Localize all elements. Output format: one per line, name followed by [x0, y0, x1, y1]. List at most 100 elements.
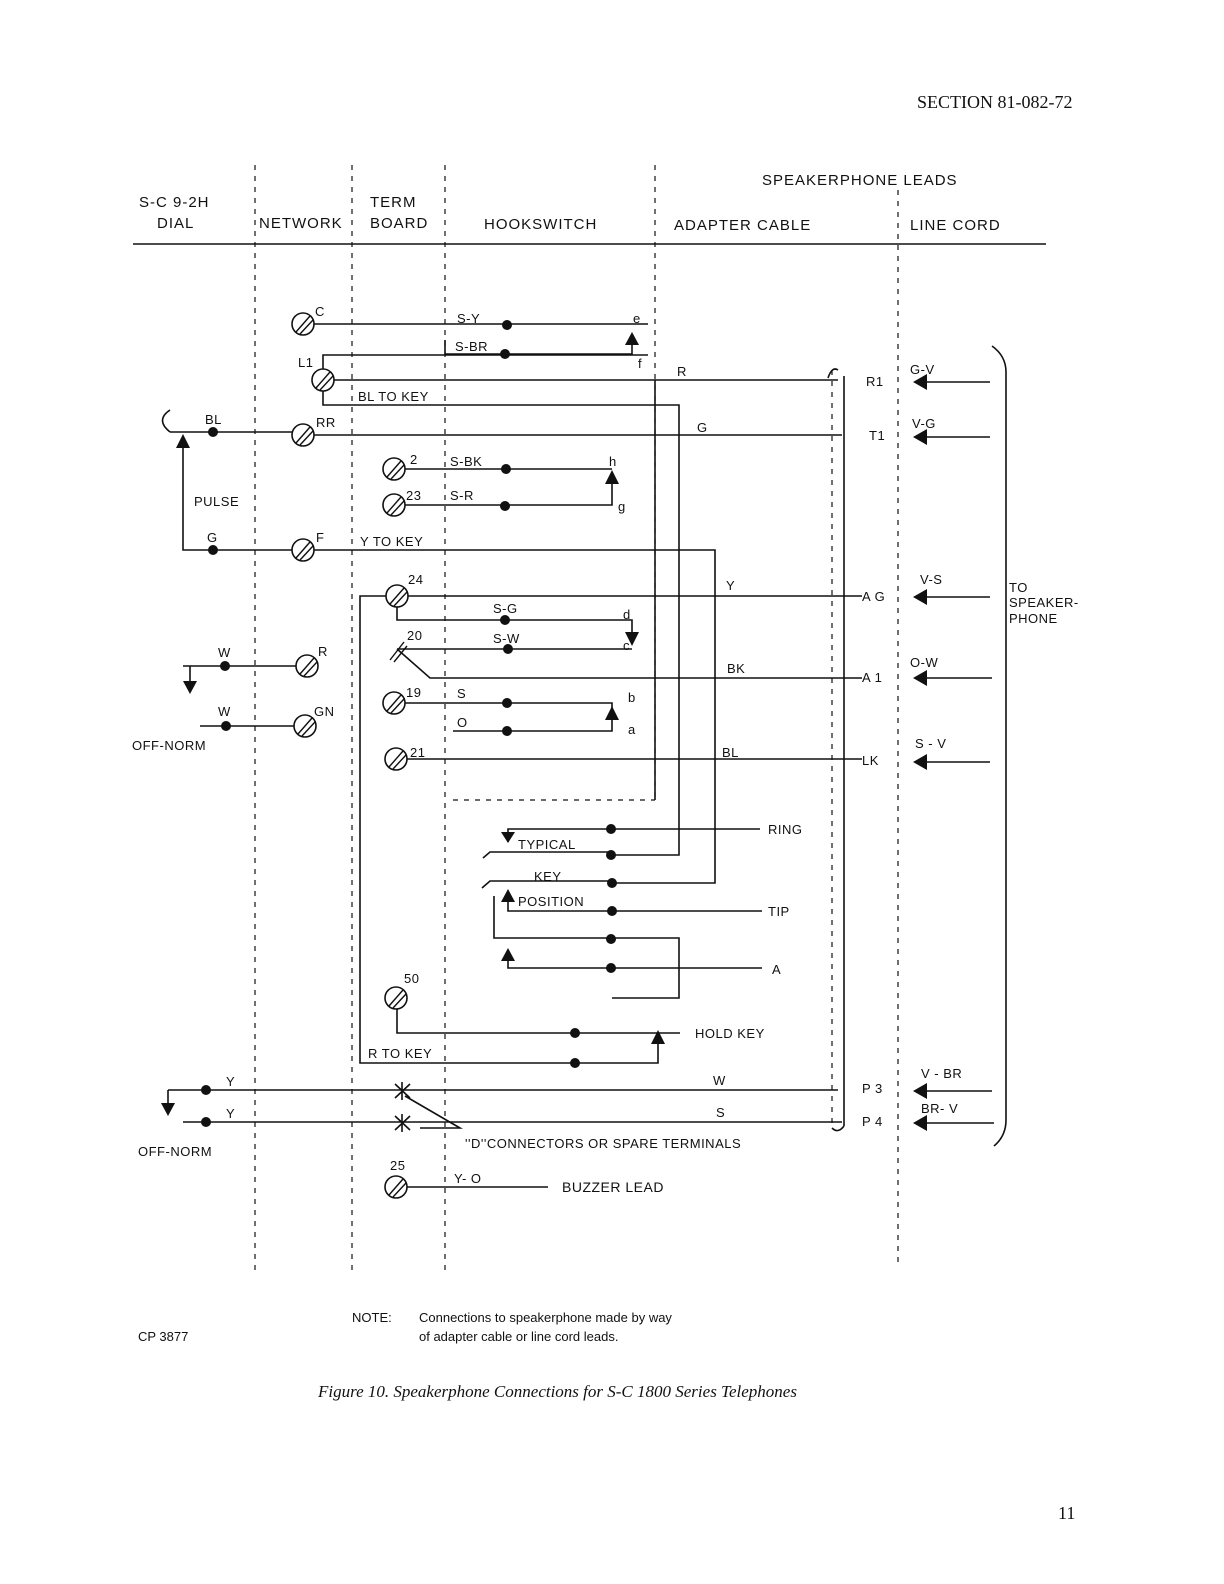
terminal-l1 — [311, 368, 335, 392]
terminal-50 — [384, 986, 408, 1010]
wire-r-to-key — [359, 595, 445, 1064]
hook-e-label: e — [633, 311, 641, 326]
hook-sr-label: S-R — [450, 488, 474, 503]
terminal-r-label: R — [318, 644, 328, 659]
dial-heading-line2: DIAL — [157, 215, 195, 232]
adapter-bk-label: BK — [727, 661, 745, 676]
key-a-label: A — [772, 962, 781, 977]
terminal-23-label: 23 — [406, 488, 421, 503]
adapter-bl-label: BL — [722, 745, 739, 760]
key-typical-label: TYPICAL — [518, 837, 576, 852]
wire-d-connector — [404, 1095, 463, 1129]
hookswitch-heading: HOOKSWITCH — [484, 216, 598, 233]
dial-g-label: G — [207, 530, 218, 545]
lead-ow-label: O-W — [910, 655, 938, 670]
line-cord-arrows — [913, 374, 994, 1131]
dial-bl-hook — [161, 409, 171, 433]
pin-a1-label: A 1 — [862, 670, 882, 685]
terminal-f-label: F — [316, 530, 324, 545]
terminal-24 — [385, 584, 409, 608]
terminal-c-label: C — [315, 304, 325, 319]
to-speakerphone-line3: PHONE — [1009, 611, 1058, 626]
adapter-g-label: G — [697, 420, 708, 435]
hook-sy-label: S-Y — [457, 311, 480, 326]
lead-vbr-label: V - BR — [921, 1066, 962, 1081]
adapter-cable-bottom — [831, 1125, 845, 1132]
adapter-cable-top — [827, 368, 839, 379]
r-to-key-label: R TO KEY — [368, 1046, 432, 1061]
page-number: 11 — [1058, 1503, 1076, 1523]
key-ring-label: RING — [768, 822, 803, 837]
hook-b-label: b — [628, 690, 636, 705]
pin-p3-label: P 3 — [862, 1081, 883, 1096]
buzzer-yo-label: Y- O — [454, 1171, 482, 1186]
wire-dial-pulse — [182, 445, 292, 551]
wire-key — [481, 880, 612, 889]
cp-number: CP 3877 — [138, 1329, 189, 1344]
terminal-25 — [384, 1175, 408, 1199]
adapter-r-label: R — [677, 364, 687, 379]
section-header: SECTION 81-082-72 — [917, 92, 1073, 112]
wire-hold-return — [445, 1042, 659, 1064]
terminal-f — [291, 538, 315, 562]
lead-sv-label: S - V — [915, 736, 946, 751]
hook-sbr-label: S-BR — [455, 339, 488, 354]
dial-heading-line1: S-C 9-2H — [139, 194, 210, 211]
hook-o-label: O — [457, 715, 468, 730]
wire-o — [453, 720, 613, 732]
wire-hold-key — [396, 1009, 680, 1034]
wire-l1-hook — [322, 354, 648, 369]
pin-p4-label: P 4 — [862, 1114, 883, 1129]
note-line2: of adapter cable or line cord leads. — [419, 1329, 619, 1344]
terminal-l1-label: L1 — [298, 355, 313, 370]
to-speakerphone-line1: TO — [1009, 580, 1028, 595]
wire-23-sr — [405, 484, 613, 506]
terminal-20-label: 20 — [407, 628, 422, 643]
wire-y-to-key — [314, 549, 716, 884]
dial-pulse-label: PULSE — [194, 494, 239, 509]
note-label: NOTE: — [352, 1310, 392, 1325]
y-to-key-label: Y TO KEY — [360, 534, 423, 549]
buzzer-lead-label: BUZZER LEAD — [562, 1179, 664, 1195]
wire-sg — [396, 607, 633, 632]
wire-key-loop — [493, 896, 680, 999]
line-cord-heading: LINE CORD — [910, 217, 1001, 234]
terminal-21 — [384, 747, 408, 771]
lead-gv-label: G-V — [910, 362, 935, 377]
terminal-50-label: 50 — [404, 971, 419, 986]
terminal-rr-label: RR — [316, 415, 336, 430]
hook-sw-label: S-W — [493, 631, 520, 646]
adapter-cable-heading: ADAPTER CABLE — [674, 217, 812, 234]
terminal-24-label: 24 — [408, 572, 423, 587]
terminal-2 — [382, 457, 406, 481]
contact-arrows — [161, 332, 665, 1116]
network-heading: NETWORK — [259, 215, 343, 232]
to-speakerphone-line2: SPEAKER- — [1009, 595, 1079, 610]
terminal-2-label: 2 — [410, 452, 418, 467]
d-connector-marks — [394, 1082, 411, 1132]
dial-y2-label: Y — [226, 1106, 235, 1121]
terminal-23 — [382, 493, 406, 517]
terminal-r — [295, 654, 319, 678]
wire-a — [507, 960, 762, 969]
figure-caption: Figure 10. Speakerphone Connections for … — [318, 1382, 797, 1401]
dial-w2-label: W — [218, 704, 231, 719]
speakerphone-bracket — [991, 345, 1007, 1147]
lead-vg-label: V-G — [912, 416, 936, 431]
terminal-19-label: 19 — [406, 685, 421, 700]
hook-h-label: h — [609, 454, 617, 469]
terminal-gn-label: GN — [314, 704, 335, 719]
note-line1: Connections to speakerphone made by way — [419, 1310, 672, 1325]
hook-sbk-label: S-BK — [450, 454, 482, 469]
terminal-25-label: 25 — [390, 1158, 405, 1173]
key-position-label: POSITION — [518, 894, 584, 909]
dial-y1-label: Y — [226, 1074, 235, 1089]
wire-bl-to-key — [322, 391, 680, 856]
key-tip-label: TIP — [768, 904, 790, 919]
pin-r1-label: R1 — [866, 374, 884, 389]
terminal-21-label: 21 — [410, 745, 425, 760]
lead-vs-label: V-S — [920, 572, 942, 587]
pin-ag-label: A G — [862, 589, 885, 604]
hook-g-label: g — [618, 499, 626, 514]
